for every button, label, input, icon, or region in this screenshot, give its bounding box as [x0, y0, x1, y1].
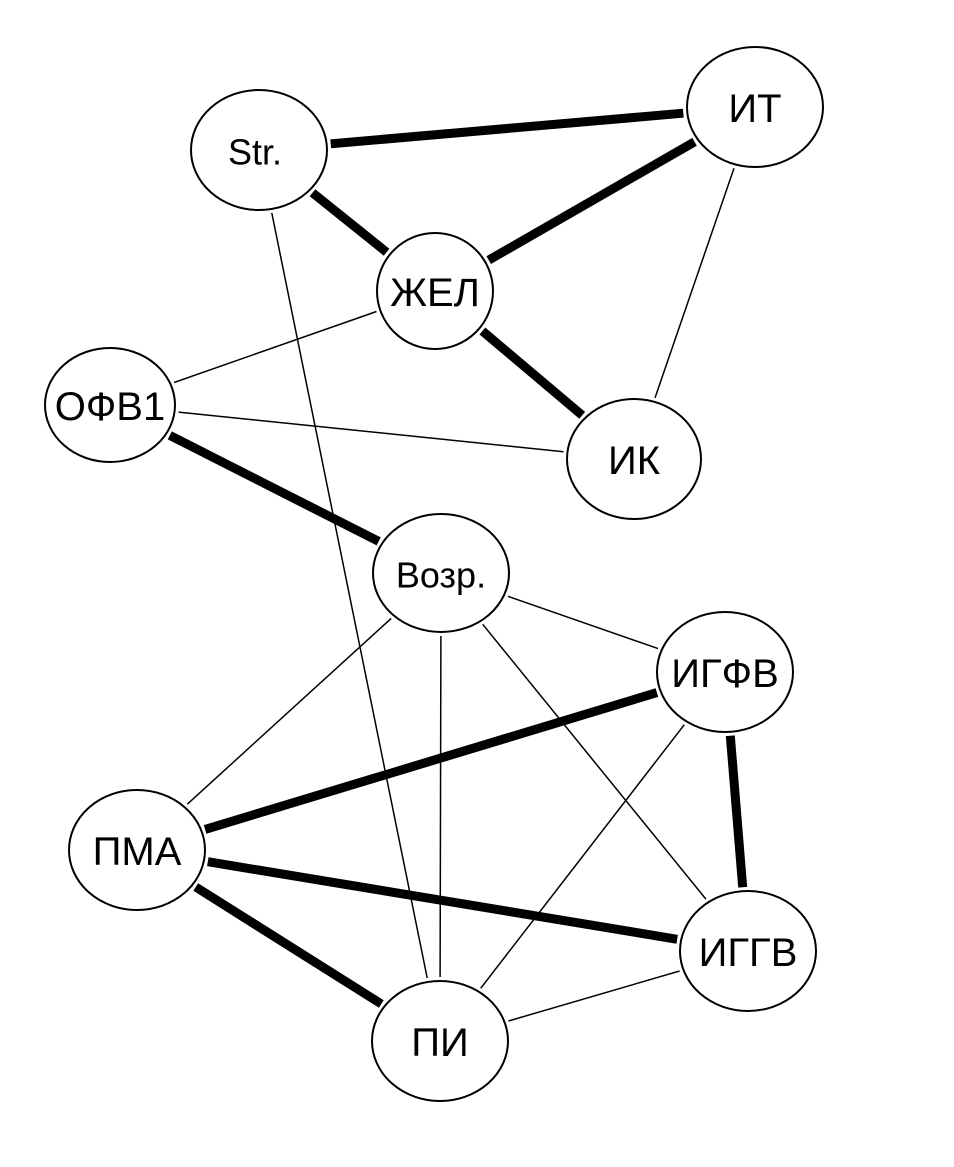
node-ik: ИК	[566, 398, 702, 520]
edge-str-it	[330, 108, 684, 149]
edge-zhel-ik	[479, 327, 586, 419]
node-vozr: Возр.	[372, 513, 510, 633]
node-ofv1-label: ОФВ1	[55, 385, 165, 429]
node-it: ИТ	[686, 46, 824, 168]
edge-vozr-pi	[439, 635, 442, 978]
edge-str-zhel	[309, 189, 390, 256]
nodes-layer: Str. ИТ ЖЕЛ ОФВ1 ИК Возр. ИГФВ П	[44, 46, 824, 1102]
edge-pma-pi	[193, 883, 384, 1008]
edges-layer	[167, 108, 748, 1022]
edge-zhel-it	[486, 137, 697, 265]
edge-it-ik	[654, 167, 735, 399]
edge-vozr-iggv	[482, 623, 707, 900]
node-pma-circle	[68, 789, 206, 911]
node-pma-label: ПМА	[93, 830, 182, 874]
node-pi-label: ПИ	[411, 1021, 469, 1065]
edge-vozr-pma	[186, 617, 392, 805]
edge-vozr-igfv	[507, 595, 659, 650]
node-vozr-circle	[372, 513, 510, 633]
node-str: Str.	[190, 89, 328, 211]
node-str-label: Str.	[228, 132, 282, 173]
node-pma: ПМА	[68, 789, 206, 911]
edge-str-pi	[271, 212, 428, 979]
edge-pi-iggv	[508, 970, 680, 1022]
node-it-label: ИТ	[728, 87, 781, 131]
node-iggv-label: ИГГВ	[699, 931, 798, 975]
node-zhel-circle	[376, 232, 494, 350]
edge-pma-igfv	[203, 688, 659, 834]
node-iggv: ИГГВ	[679, 890, 817, 1012]
node-pi-circle	[371, 980, 509, 1102]
node-iggv-circle	[679, 890, 817, 1012]
node-ofv1-circle	[44, 347, 176, 463]
node-pi: ПИ	[371, 980, 509, 1102]
edge-pma-iggv	[207, 857, 678, 944]
edge-igfv-iggv	[725, 735, 748, 888]
node-zhel: ЖЕЛ	[376, 232, 494, 350]
edge-ofv1-ik	[178, 411, 564, 453]
edge-igfv-pi	[480, 724, 685, 989]
node-ofv1: ОФВ1	[44, 347, 176, 463]
node-it-circle	[686, 46, 824, 168]
node-ik-circle	[566, 398, 702, 520]
node-vozr-label: Возр.	[396, 555, 486, 596]
node-igfv-label: ИГФВ	[671, 652, 779, 696]
node-igfv-circle	[656, 611, 794, 733]
edge-zhel-ofv1	[173, 310, 377, 384]
node-igfv: ИГФВ	[656, 611, 794, 733]
node-ik-label: ИК	[608, 439, 661, 483]
node-zhel-label: ЖЕЛ	[390, 271, 480, 315]
edge-ofv1-vozr	[167, 431, 381, 546]
node-str-circle	[190, 89, 328, 211]
